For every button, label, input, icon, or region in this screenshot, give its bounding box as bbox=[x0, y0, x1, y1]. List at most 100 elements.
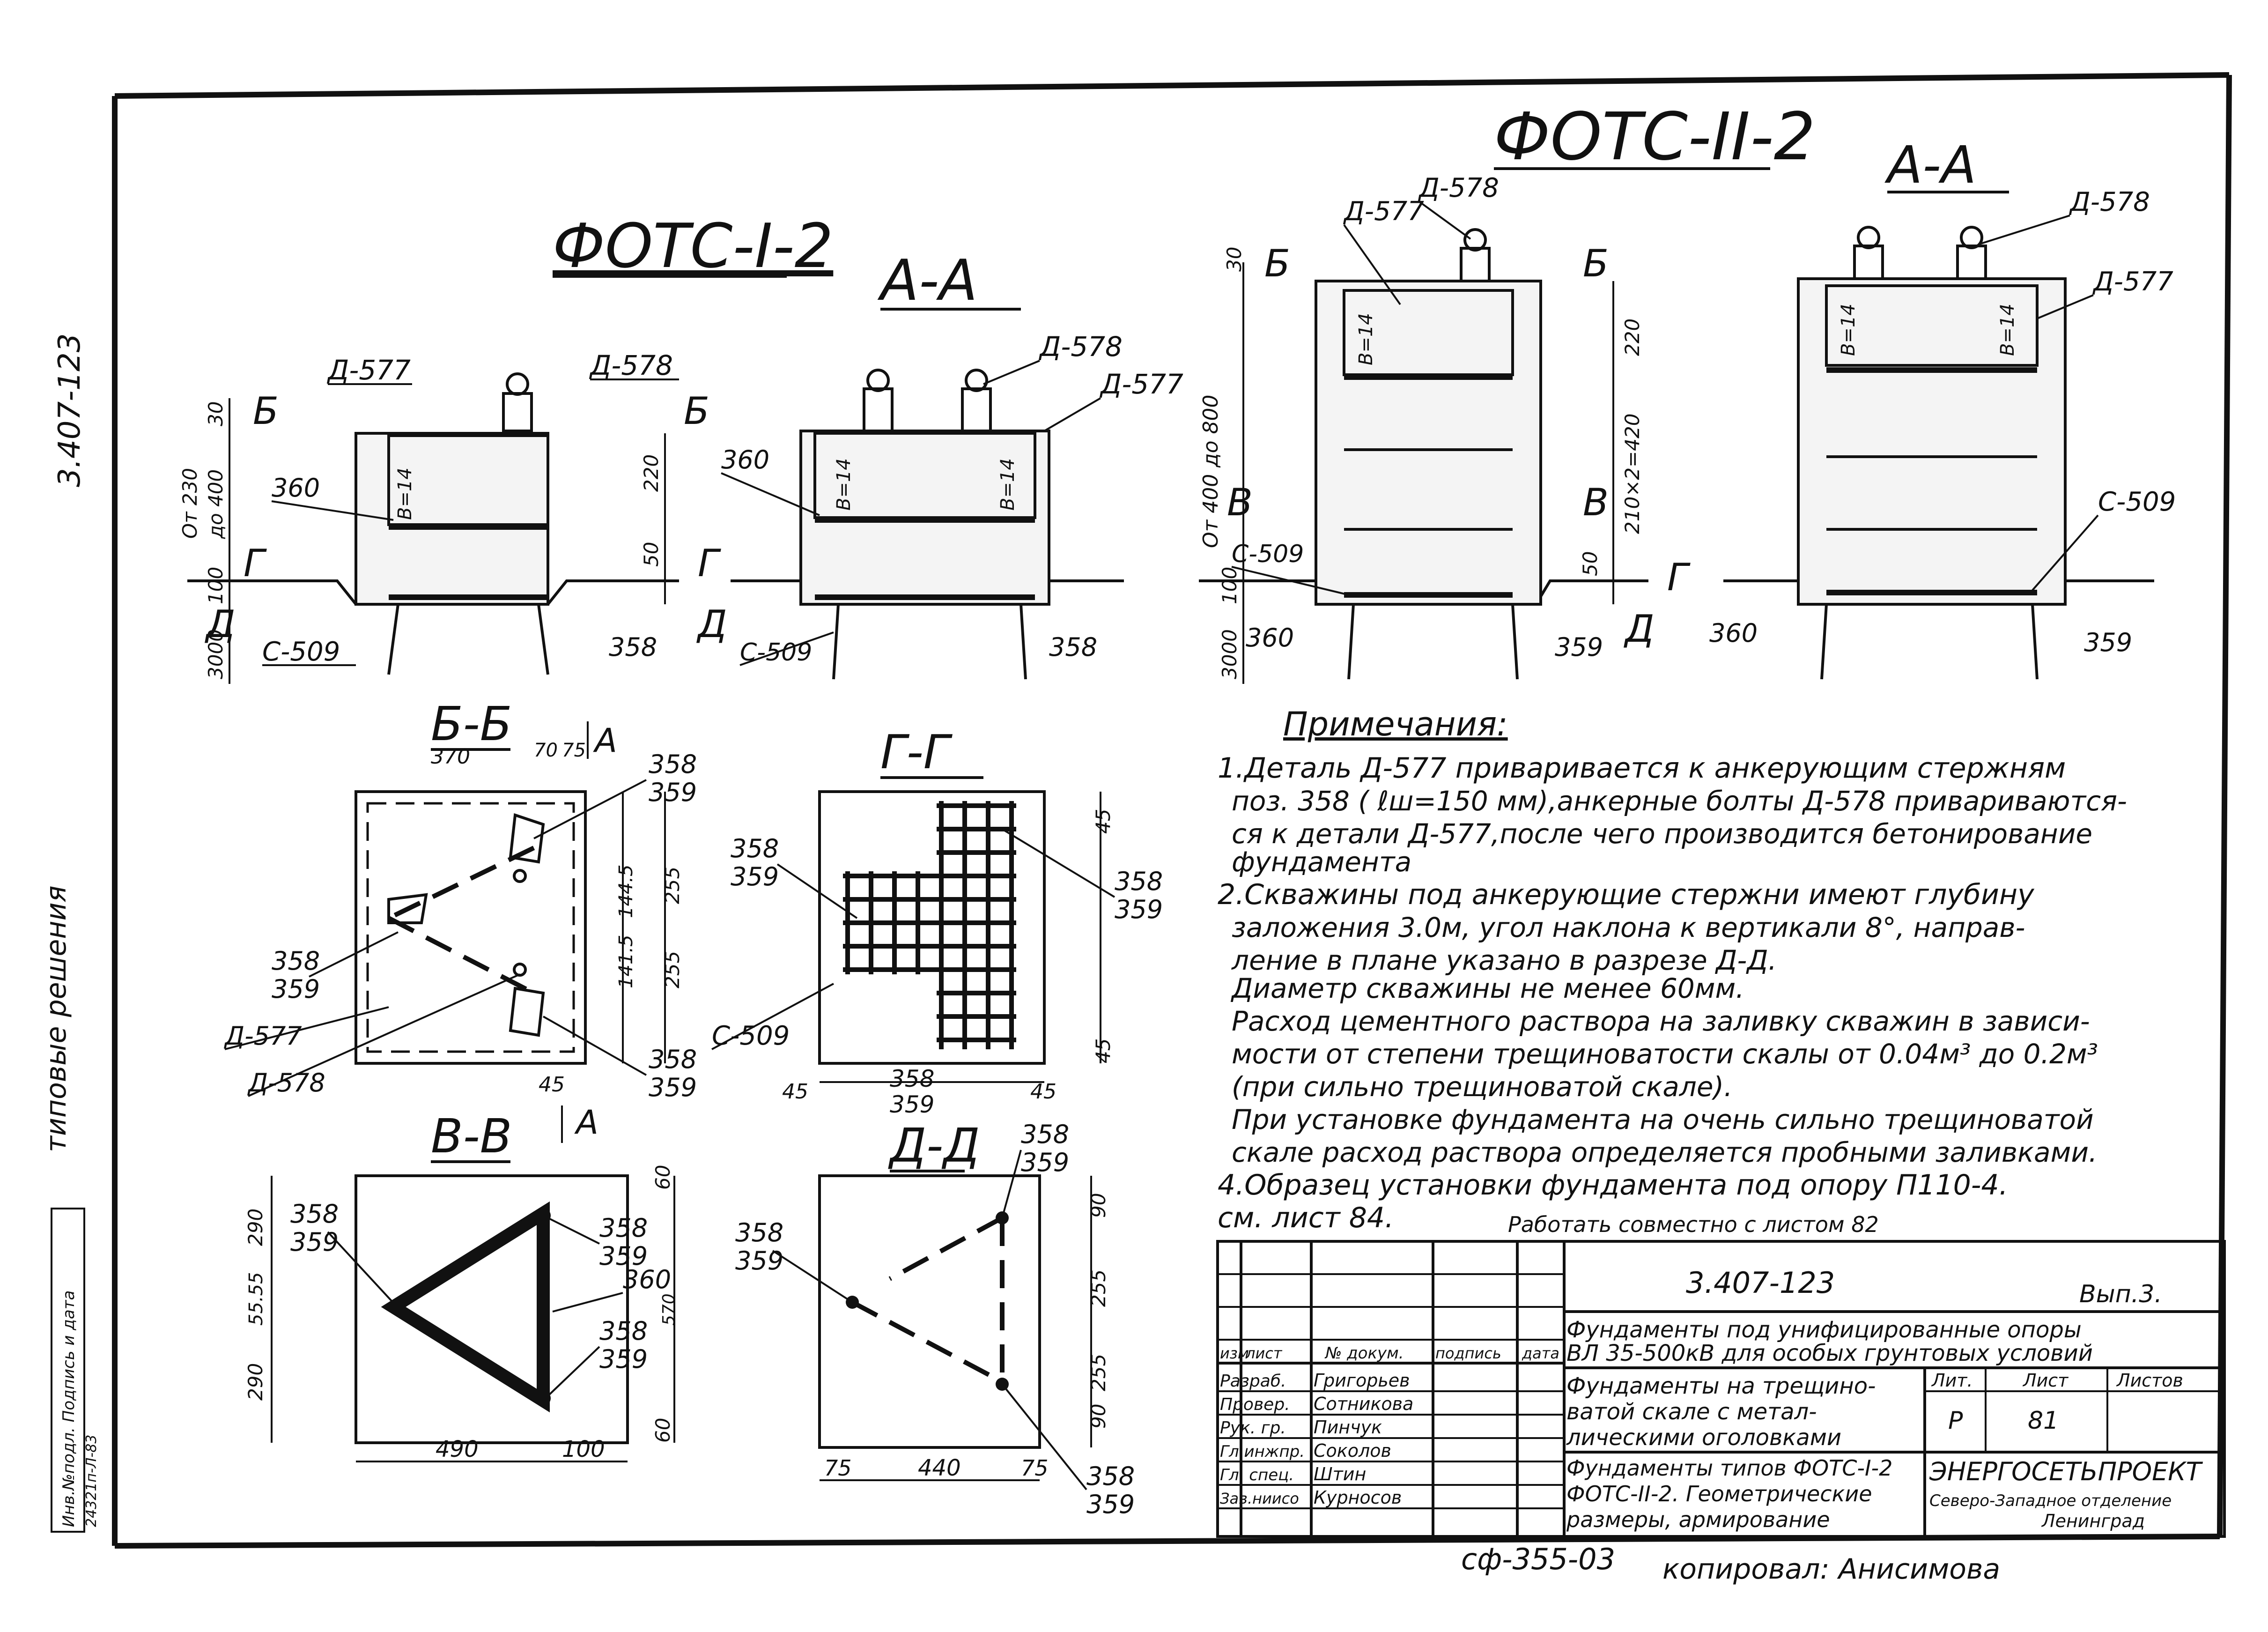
tb-hdr-date: дата bbox=[1522, 1344, 1559, 1362]
v1-360: 360 bbox=[272, 473, 320, 503]
dd-358-top: 358 bbox=[1021, 1120, 1069, 1149]
v2-358: 358 bbox=[1049, 632, 1097, 662]
notes-line-11: (при сильно трещиноватой скале). bbox=[1232, 1071, 1733, 1103]
gg-dim45d: 45 bbox=[1030, 1080, 1056, 1104]
v1-dim220: 220 bbox=[640, 454, 663, 492]
view-fots-2-2-section-aa: А-А Д-578 Д-577 В=14 В=14 С-509 360 359 bbox=[1709, 135, 2176, 680]
tb-name-4: Соколов bbox=[1314, 1440, 1391, 1461]
notes-line-5: 2.Скважины под анкерующие стержни имеют … bbox=[1218, 878, 2035, 911]
notes: Примечания: 1.Деталь Д-577 приваривается… bbox=[1218, 705, 2127, 1237]
v1-b14: В=14 bbox=[394, 467, 416, 520]
notes-line-13: скале расход раствора определяется пробн… bbox=[1232, 1136, 2097, 1168]
bb-359-bottom: 359 bbox=[649, 1073, 697, 1102]
tb-issue: Вып.3. bbox=[2079, 1280, 2162, 1308]
view-fots-1-2-section-aa: А-А Д-578 Д-577 360 В=14 В=14 Г Д С-509 … bbox=[696, 248, 1183, 680]
gg-dim45b: 45 bbox=[1092, 1039, 1115, 1063]
tb-col-sheet: Лист bbox=[2022, 1370, 2069, 1391]
tb-role-1: Разраб. bbox=[1220, 1372, 1286, 1391]
v3-dim3000: 3000 bbox=[1218, 629, 1241, 679]
vv-360: 360 bbox=[623, 1265, 671, 1294]
dd-358-left: 358 bbox=[735, 1218, 783, 1247]
v4-b14a: В=14 bbox=[1838, 304, 1859, 356]
tb-org-branch: Северо-Западное отделение bbox=[1929, 1491, 2172, 1510]
margin-inv-label: Инв.№подл. Подпись и дата bbox=[59, 1291, 78, 1527]
bb-title: Б-Б bbox=[431, 697, 512, 751]
tb-sheet-title-2: ФОТС-II-2. Геометрические bbox=[1566, 1481, 1872, 1506]
v3-dim-range: От 400 до 800 bbox=[1199, 394, 1223, 548]
view2-title: А-А bbox=[877, 248, 977, 313]
notes-heading: Примечания: bbox=[1283, 705, 1508, 743]
v3-dim30: 30 bbox=[1223, 247, 1246, 272]
v1-dim30: 30 bbox=[204, 401, 227, 426]
bb-dim70: 70 bbox=[534, 740, 558, 761]
v2-b14b: В=14 bbox=[997, 458, 1019, 511]
v2-b14a: В=14 bbox=[833, 458, 855, 511]
gg-358-right: 358 bbox=[1115, 867, 1163, 896]
tb-sheet-title-1: Фундаменты типов ФОТС-I-2 bbox=[1566, 1455, 1892, 1481]
bb-d578: Д-578 bbox=[247, 1068, 325, 1098]
section-dd: Д-Д 358 359 358 359 90 255 255 90 75 440… bbox=[735, 1118, 1135, 1519]
v4-b14b: В=14 bbox=[1997, 304, 2018, 356]
gg-title: Г-Г bbox=[880, 725, 953, 779]
tb-role-4: Гл.инжпр. bbox=[1220, 1442, 1305, 1461]
tb-name-1: Григорьев bbox=[1314, 1370, 1410, 1391]
view-fots-1-2-front: ФОТС-I-2 Д-577 Д-578 Б Б 360 В=14 30 От … bbox=[178, 210, 833, 684]
vv-dim5555: 55.55 bbox=[245, 1272, 267, 1326]
section-gg: Г-Г 358 359 358 359 bbox=[711, 725, 1163, 1118]
tb-hdr-list: лист bbox=[1245, 1344, 1283, 1362]
notes-line-8: Диаметр скважины не менее 60мм. bbox=[1230, 972, 1744, 1004]
v3-dim50: 50 bbox=[1579, 551, 1602, 576]
v4-360: 360 bbox=[1709, 618, 1758, 648]
dd-dim75a: 75 bbox=[824, 1455, 852, 1481]
bb-359-left: 359 bbox=[272, 974, 320, 1004]
bb-359-top: 359 bbox=[649, 778, 697, 807]
tb-org-city: Ленинград bbox=[2041, 1511, 2145, 1531]
v2-360: 360 bbox=[721, 445, 769, 475]
v1-d577: Д-577 bbox=[326, 354, 411, 386]
gg-359-left: 359 bbox=[731, 862, 779, 891]
v1-dim-from230: От 230 bbox=[178, 468, 201, 539]
v4-359: 359 bbox=[2084, 628, 2132, 657]
v1-dim-to400: до 400 bbox=[204, 469, 227, 539]
v3-d: Д bbox=[1624, 607, 1655, 651]
bb-arrow-a: А bbox=[593, 721, 617, 760]
v4-d577: Д-577 bbox=[2092, 267, 2173, 297]
gg-358-bottom: 358 bbox=[890, 1065, 934, 1092]
tb-role-6: Зав.ниисо bbox=[1220, 1490, 1299, 1507]
v4-d578: Д-578 bbox=[2069, 187, 2150, 217]
notes-line-14: 4.Образец установки фундамента под опору… bbox=[1218, 1169, 2008, 1202]
v3-360: 360 bbox=[1246, 623, 1294, 653]
v3-359: 359 bbox=[1555, 632, 1603, 662]
bb-358-top: 358 bbox=[649, 749, 697, 779]
notes-line-1: 1.Деталь Д-577 приваривается к анкерующи… bbox=[1218, 752, 2066, 785]
footer-copied: копировал: Анисимова bbox=[1662, 1553, 2000, 1586]
vv-dim100: 100 bbox=[562, 1436, 605, 1462]
vv-358-right-bottom: 358 bbox=[599, 1316, 648, 1346]
vv-359-left: 359 bbox=[290, 1227, 339, 1257]
notes-line-12: При установке фундамента на очень сильно… bbox=[1232, 1104, 2094, 1135]
v3-g: Г bbox=[1667, 556, 1691, 599]
view4-title: А-А bbox=[1884, 135, 1976, 195]
v1-358: 358 bbox=[609, 632, 657, 662]
v3-dim220: 220 bbox=[1621, 319, 1644, 356]
bb-358-bottom: 358 bbox=[649, 1045, 697, 1074]
v3-dim420: 210×2=420 bbox=[1621, 414, 1644, 534]
tb-subject-1: Фундаменты под унифицированные опоры bbox=[1566, 1317, 2082, 1343]
v3-dim100: 100 bbox=[1218, 567, 1241, 604]
sheet-frame bbox=[112, 72, 2232, 1549]
v2-g: Г bbox=[698, 542, 721, 585]
v3-v-left: В bbox=[1227, 481, 1253, 524]
dd-dim75b: 75 bbox=[1021, 1455, 1049, 1481]
bb-dim1415: 141.5 bbox=[615, 935, 637, 988]
v1-dim50: 50 bbox=[640, 542, 663, 567]
gg-dim45c: 45 bbox=[782, 1080, 808, 1104]
gg-359-right: 359 bbox=[1115, 895, 1163, 924]
gg-dim45a: 45 bbox=[1092, 809, 1115, 834]
tb-section-title-2: ватой скале с метал- bbox=[1566, 1399, 1817, 1425]
margin-inv-value: 24321п-Л-83 bbox=[83, 1435, 100, 1527]
tb-lit: Р bbox=[1948, 1407, 1963, 1435]
dd-359-top: 359 bbox=[1021, 1148, 1069, 1177]
footer-stamp: сф-355-03 bbox=[1461, 1542, 1615, 1576]
v1-b-right: Б bbox=[684, 389, 709, 433]
